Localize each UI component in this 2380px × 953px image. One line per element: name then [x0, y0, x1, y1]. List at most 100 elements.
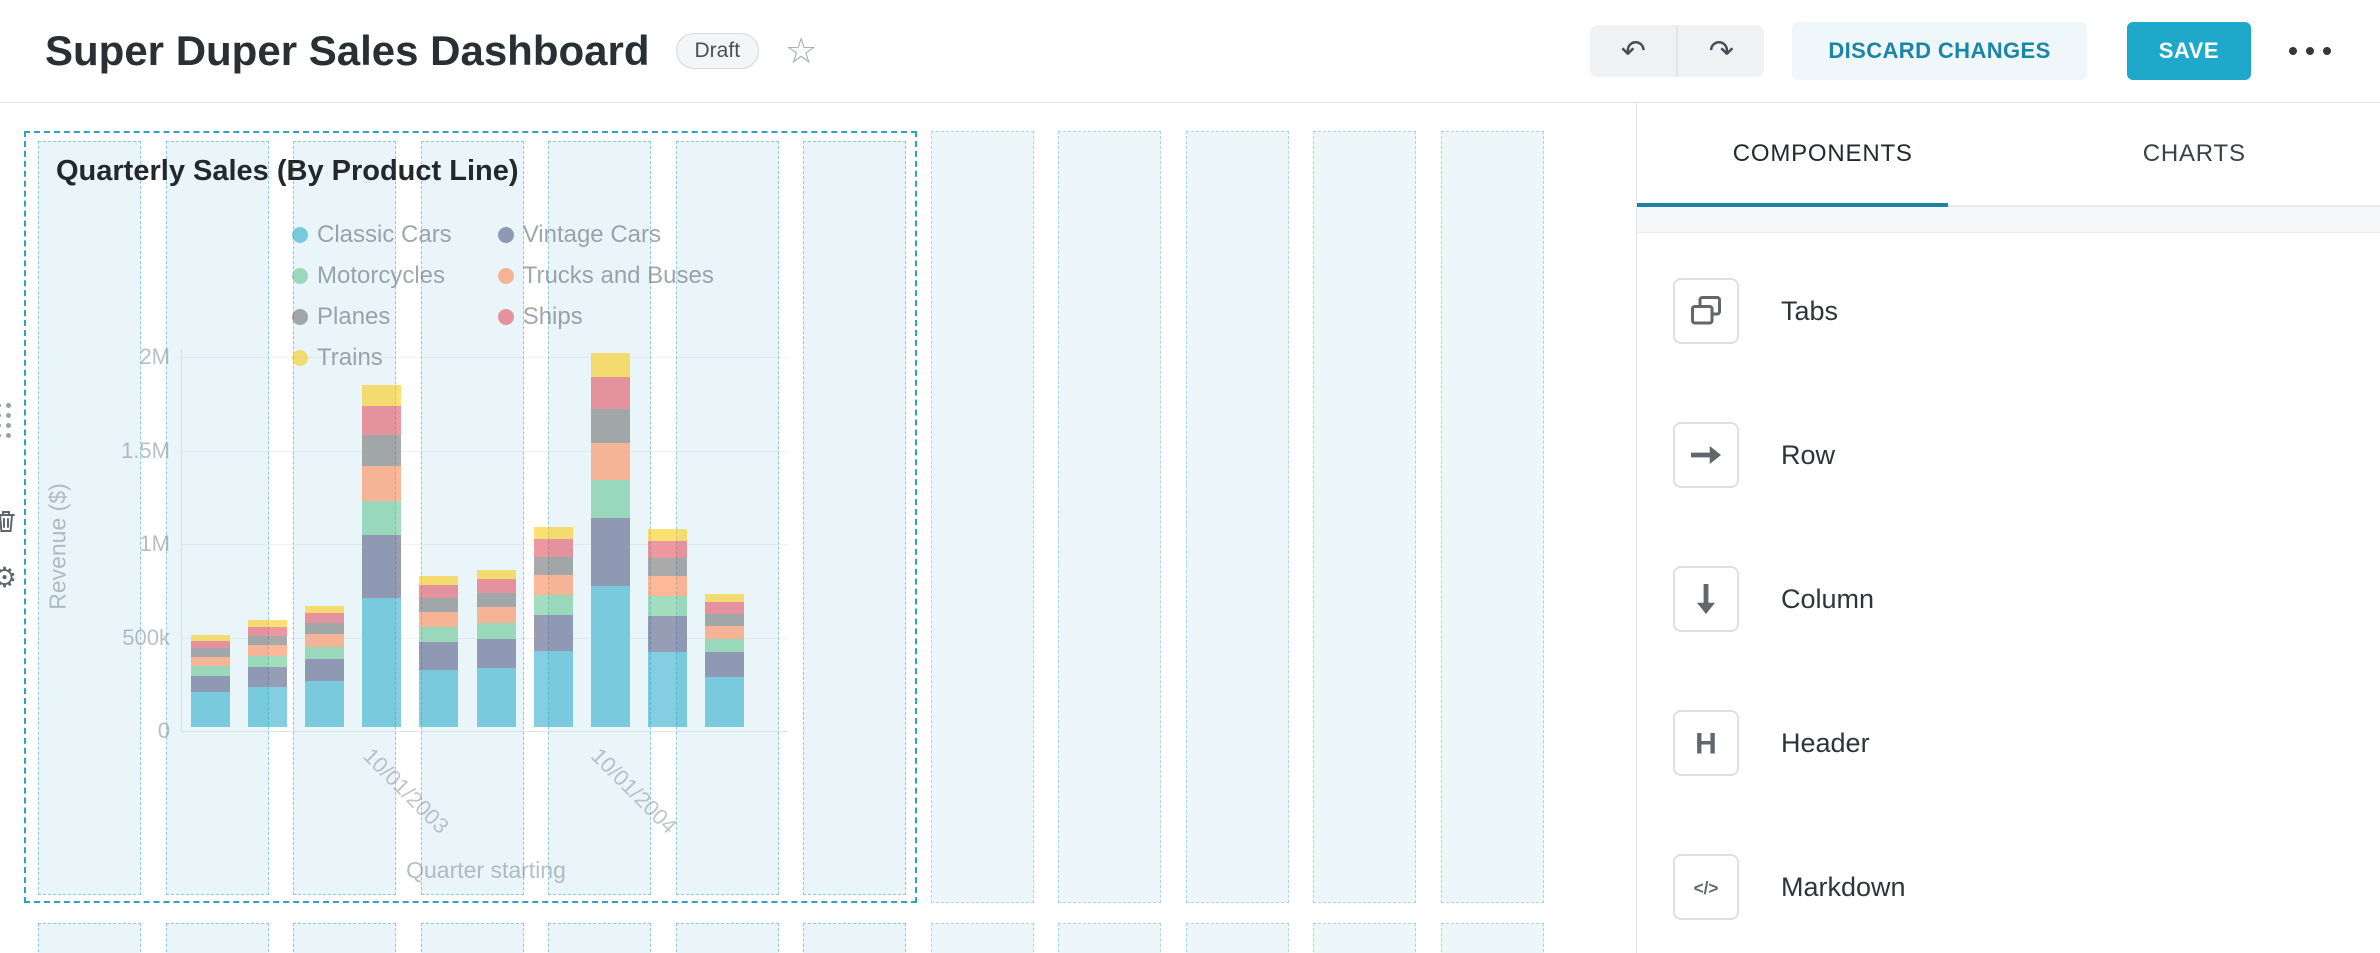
divider	[1676, 25, 1679, 77]
bar-segment	[705, 613, 745, 626]
delete-trash-icon[interactable]	[0, 508, 18, 539]
stacked-bar	[190, 635, 230, 727]
grid-column-guide	[420, 141, 524, 895]
bar-segment	[190, 675, 230, 693]
bar-segment	[362, 406, 402, 436]
more-menu-button[interactable]	[2285, 37, 2335, 65]
header-bar: Super Duper Sales Dashboard Draft ☆ ↶ ↷ …	[0, 0, 2380, 103]
bar-segment	[304, 634, 344, 647]
bar-segment	[533, 556, 573, 575]
bar-segment	[190, 656, 230, 667]
options-gear-icon[interactable]: ⚙	[0, 561, 18, 594]
bar-segment	[304, 612, 344, 624]
header-actions: ↶ ↷ DISCARD CHANGES SAVE	[1590, 22, 2335, 80]
bar-segment	[705, 638, 745, 653]
bar-segment	[304, 623, 344, 635]
bar-segment	[419, 669, 459, 727]
legend-color-dot	[497, 227, 514, 243]
bar-segment	[648, 595, 688, 616]
legend-color-dot	[497, 309, 514, 325]
component-item-header[interactable]: H Header	[1673, 693, 2380, 793]
active-tab-underline	[1637, 203, 1948, 207]
grid-column-guide	[1058, 131, 1161, 903]
legend-label: Ships	[522, 303, 583, 330]
redo-icon: ↷	[1708, 33, 1734, 69]
builder-sidebar: COMPONENTS CHARTS Tabs	[1636, 103, 2380, 953]
stacked-bar	[304, 605, 344, 727]
bar-segment	[533, 539, 573, 557]
grid-column-guide	[420, 923, 524, 953]
component-item-tabs[interactable]: Tabs	[1673, 261, 2380, 361]
legend-item: Trucks and Buses	[497, 262, 714, 290]
dashboard-canvas[interactable]: Quarterly Sales (By Product Line) Classi…	[0, 103, 1636, 953]
bar-segment	[533, 651, 573, 727]
grid-column-guide	[1313, 131, 1416, 903]
redo-button[interactable]: ↷	[1678, 25, 1764, 77]
dashboard-title[interactable]: Super Duper Sales Dashboard	[45, 27, 650, 74]
bar-segment	[648, 652, 688, 727]
bar-segment	[304, 646, 344, 659]
bar-segment	[590, 377, 630, 410]
favorite-star-icon[interactable]: ☆	[785, 30, 818, 71]
stacked-bar	[362, 384, 402, 727]
component-item-markdown[interactable]: </> Markdown	[1673, 837, 2380, 937]
legend-color-dot	[292, 268, 308, 284]
stacked-bar	[247, 620, 287, 727]
legend-color-dot	[292, 227, 308, 243]
component-item-row[interactable]: Row	[1673, 405, 2380, 505]
bar-segment	[362, 597, 402, 727]
bar-segment	[190, 641, 230, 649]
bar-segment	[362, 384, 402, 407]
legend-item: Ships	[497, 303, 714, 331]
y-axis-line	[181, 349, 182, 732]
bar-segment	[476, 579, 516, 594]
bar-segment	[705, 601, 745, 614]
bar-segment	[419, 584, 459, 598]
bar-segment	[190, 666, 230, 676]
bar-segment	[247, 635, 287, 646]
bar-segment	[590, 353, 630, 378]
undo-button[interactable]: ↶	[1590, 25, 1676, 77]
component-label: Tabs	[1781, 295, 1839, 326]
grid-column-guide	[548, 923, 651, 953]
tabs-icon	[1673, 278, 1739, 344]
tab-charts[interactable]: CHARTS	[2142, 140, 2246, 167]
bar-segment	[304, 681, 344, 727]
component-label: Column	[1781, 583, 1875, 614]
component-item-column[interactable]: Column	[1673, 549, 2380, 649]
bar-segment	[419, 626, 459, 642]
stacked-bar	[705, 594, 745, 727]
tab-components[interactable]: COMPONENTS	[1732, 140, 1913, 167]
legend-item: Planes	[292, 303, 452, 331]
gridline	[182, 357, 788, 358]
bar-segment	[476, 623, 516, 640]
x-axis-line	[181, 731, 788, 732]
bar-segment	[648, 558, 688, 577]
undo-redo-group: ↶ ↷	[1590, 25, 1765, 77]
stacked-bar	[419, 575, 459, 727]
grid-column-guide	[1185, 923, 1289, 953]
x-tick-label: 10/01/2004	[586, 743, 683, 839]
bar-segment	[190, 635, 230, 642]
bar-segment	[648, 540, 688, 559]
components-list: Tabs Row Column	[1637, 233, 2380, 937]
legend-label: Vintage Cars	[522, 221, 661, 248]
discard-changes-button[interactable]: DISCARD CHANGES	[1792, 22, 2087, 80]
bar-segment	[590, 409, 630, 443]
bar-segment	[476, 607, 516, 624]
save-button[interactable]: SAVE	[2126, 22, 2251, 80]
component-label: Header	[1781, 727, 1870, 758]
bar-segment	[705, 676, 745, 727]
bar-segment	[648, 528, 688, 541]
y-tick-label: 1.5M	[121, 437, 170, 463]
bar-segment	[705, 625, 745, 639]
drag-handle-icon[interactable]	[0, 403, 11, 438]
stacked-bar	[533, 526, 573, 727]
selected-chart-container[interactable]: Quarterly Sales (By Product Line) Classi…	[24, 131, 917, 903]
quarterly-sales-chart[interactable]: Quarterly Sales (By Product Line) Classi…	[26, 133, 915, 901]
sidebar-tabs: COMPONENTS CHARTS	[1637, 103, 2380, 207]
stacked-bar	[648, 528, 688, 727]
y-tick-label: 2M	[139, 344, 170, 369]
